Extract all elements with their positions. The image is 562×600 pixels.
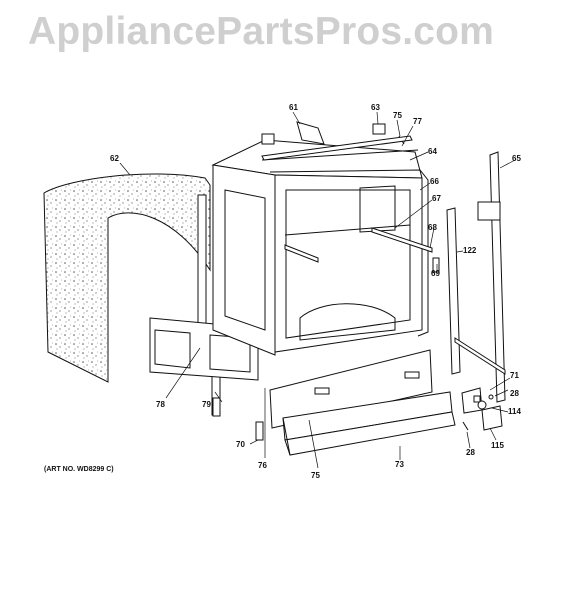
callout-115: 115 [491, 441, 504, 450]
callout-77: 77 [413, 117, 422, 126]
callout-79: 79 [202, 400, 211, 409]
callout-28-bottom: 28 [466, 448, 475, 457]
rack-rail [284, 227, 440, 273]
toe-kick-panel [282, 391, 456, 456]
leveling-leg [212, 397, 264, 441]
callout-75-top: 75 [393, 111, 402, 120]
access-panel [269, 349, 433, 429]
callout-61: 61 [289, 103, 298, 112]
callout-114: 114 [508, 407, 521, 416]
callout-64: 64 [428, 147, 437, 156]
callout-68: 68 [428, 223, 437, 232]
callout-66: 66 [430, 177, 439, 186]
door-gasket [261, 149, 429, 337]
callout-28-right: 28 [510, 389, 519, 398]
callout-122: 122 [463, 246, 477, 255]
callout-75-bottom: 75 [311, 471, 320, 480]
callout-76: 76 [258, 461, 267, 470]
callout-65: 65 [512, 154, 521, 163]
callout-71: 71 [510, 371, 519, 380]
callout-labels: 61 63 75 77 62 64 65 66 67 68 69 122 71 … [110, 103, 521, 480]
side-trim-strip [446, 207, 461, 375]
callout-63: 63 [371, 103, 380, 112]
callout-78: 78 [156, 400, 165, 409]
callout-69: 69 [431, 269, 440, 278]
door-hinge-assembly [461, 387, 503, 431]
callout-67: 67 [432, 194, 441, 203]
callout-73: 73 [395, 460, 404, 469]
callout-62: 62 [110, 154, 119, 163]
art-number-note: (ART NO. WD8299 C) [44, 466, 114, 473]
leader-lines [119, 111, 516, 469]
right-side-frame [454, 151, 506, 403]
dishwasher-tub [211, 139, 423, 356]
watermark-logo: AppliancePartsPros.com [28, 10, 495, 53]
callout-70: 70 [236, 440, 245, 449]
insulation-blanket [43, 173, 211, 383]
top-bracket [261, 121, 413, 161]
